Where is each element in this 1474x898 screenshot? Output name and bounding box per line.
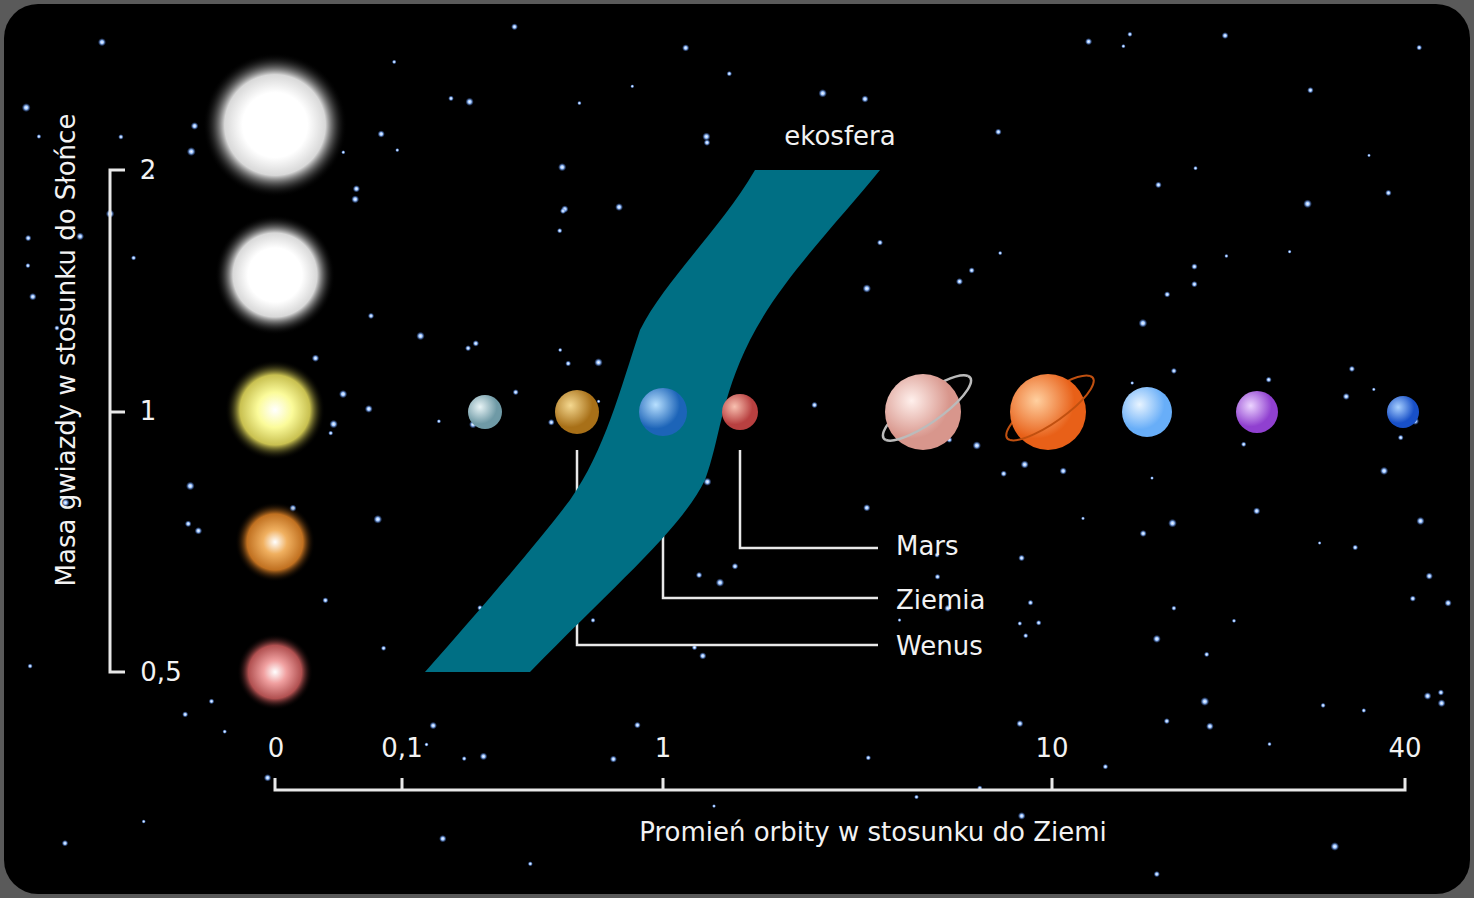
sun	[225, 360, 325, 460]
venus	[555, 390, 599, 434]
tick-label: 2	[140, 156, 157, 186]
tick-label: 0,1	[381, 734, 422, 764]
star-1-5-mass	[215, 215, 335, 335]
axis-title: Promień orbity w stosunku do Ziemi	[639, 818, 1107, 848]
axis-title: Masa gwiazdy w stosunku do Słońce	[52, 114, 82, 587]
uranus	[1122, 387, 1172, 437]
saturn	[1006, 374, 1094, 450]
tick-label: 40	[1388, 734, 1421, 764]
tick-label: 1	[140, 397, 157, 427]
star-0-5-mass	[237, 634, 313, 710]
zone-title: ekosfera	[784, 122, 895, 152]
planet-name: Wenus	[896, 632, 983, 662]
planet-name: Mars	[896, 532, 959, 562]
star-0-75-mass	[235, 502, 315, 582]
space-ground	[4, 4, 1470, 894]
neptune	[1236, 391, 1278, 433]
mercury	[468, 395, 502, 429]
starfield	[22, 23, 1452, 877]
band-shape	[420, 110, 910, 680]
axes	[110, 170, 1405, 790]
jupiter	[883, 374, 971, 450]
tick-label: 0	[268, 734, 285, 764]
star-2-mass	[203, 53, 347, 197]
tick-label: 10	[1035, 734, 1068, 764]
tick-label: 0,5	[140, 658, 181, 688]
tick-label: 1	[655, 734, 672, 764]
pluto	[1387, 396, 1419, 428]
habitable-zone-band: ekosfera	[420, 110, 910, 680]
planet-name: Ziemia	[896, 586, 986, 616]
mars	[722, 394, 758, 430]
